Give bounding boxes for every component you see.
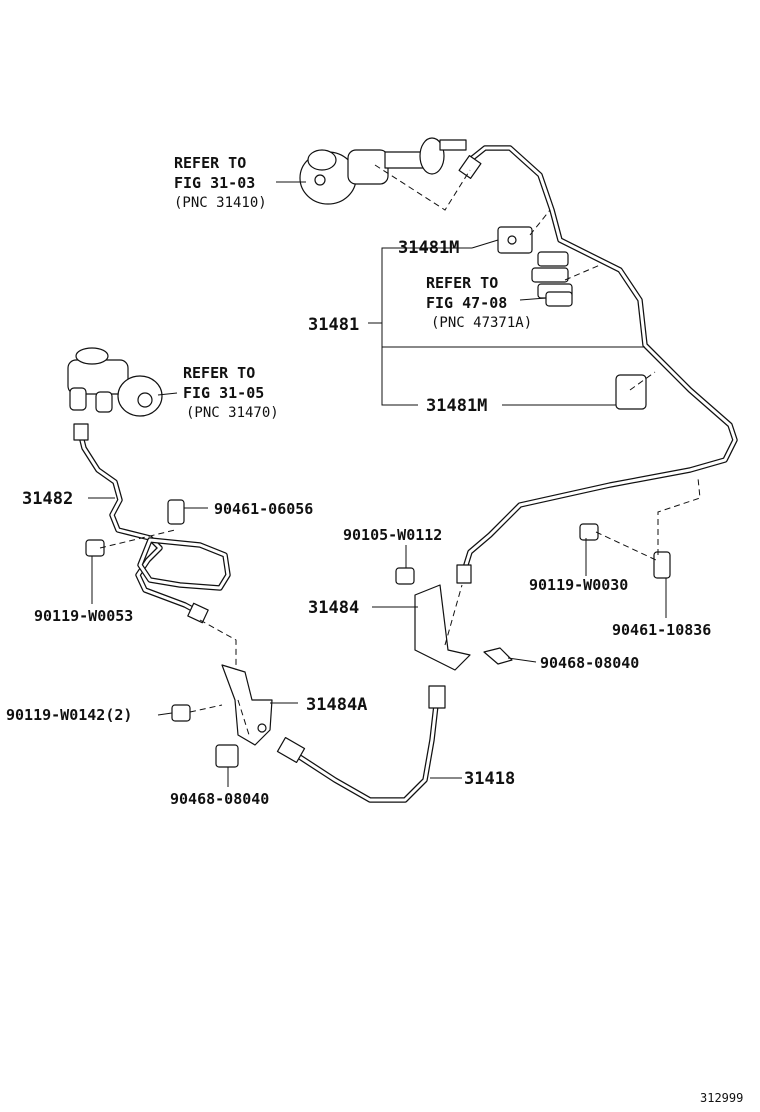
clamp-31481m-bottom — [615, 374, 647, 410]
figure-number: 312999 — [700, 1091, 743, 1105]
clip-90468-08040-left — [215, 744, 239, 768]
part-number-31481m-top: 31481M — [398, 238, 459, 258]
clutch-master-cylinder — [299, 137, 467, 205]
master-cylinder-refer-label: REFER TO FIG 31-03 (PNC 31410) — [174, 154, 267, 211]
clamp-47371a-stack — [531, 251, 573, 307]
part-number-90105-w0112: 90105-W0112 — [343, 526, 442, 544]
svg-text:FIG 31-05: FIG 31-05 — [183, 384, 264, 402]
bracket-31484 — [414, 584, 471, 671]
part-number-90468-08040-right: 90468-08040 — [540, 654, 639, 672]
part-number-31484: 31484 — [308, 598, 359, 618]
clip-90468-08040-right — [483, 647, 513, 665]
part-number-90119-w0053: 90119-W0053 — [34, 607, 133, 625]
pipe-31482-loop — [137, 537, 231, 591]
hose-31418-fitting-right — [428, 685, 446, 709]
svg-text:(PNC 31470): (PNC 31470) — [186, 405, 279, 421]
hose-31418-fitting-left — [276, 736, 306, 764]
pipe-31481-flare-nut-top — [458, 155, 482, 179]
bolt-90119-w0142 — [171, 704, 191, 722]
svg-text:REFER TO: REFER TO — [174, 154, 246, 172]
part-number-31481: 31481 — [308, 315, 359, 335]
pipe-31482-flare-nut-top — [73, 423, 89, 441]
part-number-31484a: 31484A — [306, 695, 367, 715]
part-number-90119-w0142: 90119-W0142(2) — [6, 706, 132, 724]
release-cylinder-refer-label: REFER TO FIG 31-05 (PNC 31470) — [183, 364, 279, 421]
part-number-90461-10836: 90461-10836 — [612, 621, 711, 639]
clutch-release-cylinder — [67, 347, 163, 417]
clip-90461-06056 — [167, 499, 185, 525]
clutch-pipe-31481 — [462, 145, 738, 571]
pipe-31481-group-bracket — [368, 247, 645, 406]
assembly-dashed-lines — [99, 164, 701, 739]
part-number-90119-w0030: 90119-W0030 — [529, 576, 628, 594]
pipe-31482-flare-nut-bottom — [187, 602, 209, 624]
bolt-90105-w0112 — [395, 567, 415, 585]
part-number-31482: 31482 — [22, 489, 73, 509]
svg-text:REFER TO: REFER TO — [426, 274, 498, 292]
clamp-31481m-top — [497, 226, 533, 254]
bracket-31484a — [221, 664, 273, 746]
bolt-90119-w0053 — [85, 539, 105, 557]
svg-text:(PNC 31410): (PNC 31410) — [174, 195, 267, 211]
leader-lines — [88, 181, 667, 787]
bolt-90119-w0030 — [579, 523, 599, 541]
clutch-pipe-31482 — [77, 429, 201, 615]
part-number-31418: 31418 — [464, 769, 515, 789]
svg-text:(PNC 47371A): (PNC 47371A) — [431, 315, 532, 331]
part-number-31481m-bottom: 31481M — [426, 396, 487, 416]
svg-text:FIG 47-08: FIG 47-08 — [426, 294, 507, 312]
clutch-hose-31418 — [289, 702, 439, 803]
clip-90461-10836 — [653, 551, 671, 579]
svg-text:REFER TO: REFER TO — [183, 364, 255, 382]
clamp-refer-label: REFER TO FIG 47-08 (PNC 47371A) — [426, 274, 532, 331]
part-number-90468-08040-left: 90468-08040 — [170, 790, 269, 808]
svg-text:FIG 31-03: FIG 31-03 — [174, 174, 255, 192]
pipe-31481-flare-nut-bottom — [456, 564, 472, 584]
part-number-90461-06056: 90461-06056 — [214, 500, 313, 518]
